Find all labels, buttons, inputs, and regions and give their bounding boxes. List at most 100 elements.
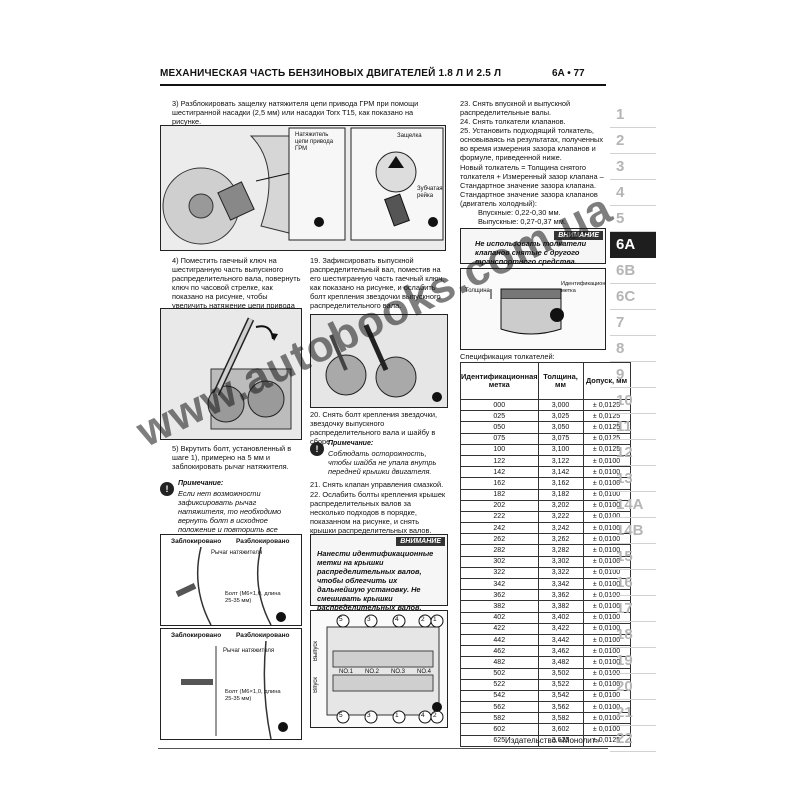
warning-text: Нанести идентификационные метки на крышк… — [317, 549, 434, 612]
section-tab-21[interactable]: 21 — [610, 700, 656, 726]
cell-thickness: 3,122 — [537, 454, 584, 468]
order-mark: 1 — [395, 712, 399, 719]
cap-label: NO.1 — [339, 669, 354, 675]
intake-clearance: Впускные: 0,22-0,30 мм. — [478, 208, 561, 217]
warning-header: ВНИМАНИЕ — [396, 537, 445, 546]
figure-wrench-exhaust-cam — [160, 308, 302, 440]
info-icon: ! — [160, 482, 174, 496]
section-tab-17[interactable]: 17 — [610, 596, 656, 622]
section-tab-6a[interactable]: 6A — [610, 232, 656, 258]
label-rack: Зубчатая рейка — [417, 186, 443, 199]
cell-thickness: 3,442 — [537, 633, 584, 647]
section-tab-6b[interactable]: 6B — [610, 258, 656, 284]
note-title: Примечание: — [178, 480, 224, 487]
cell-mark: 442 — [460, 633, 539, 647]
info-icon: ! — [310, 442, 324, 456]
section-tab-10[interactable]: 10 — [610, 388, 656, 414]
section-tab-15[interactable]: 15 — [610, 544, 656, 570]
figure-loosen-sprocket — [310, 314, 448, 408]
section-tab-14a[interactable]: 14A — [610, 492, 656, 518]
step-21-text: 21. Снять клапан управления смазкой. — [310, 480, 444, 489]
cap-label: NO.2 — [365, 669, 380, 675]
cell-tolerance: ± 0,0100 — [582, 454, 631, 468]
cell-mark: 602 — [460, 723, 539, 736]
cell-mark: 382 — [460, 600, 539, 613]
order-mark: 4 — [395, 616, 399, 623]
cell-thickness: 3,362 — [537, 589, 584, 602]
warning-lifters: ВНИМАНИЕ Не использовать толкатели клапа… — [460, 228, 606, 266]
figure-locked-unlocked-2: Заблокировано Разблокировано Рычаг натяж… — [160, 628, 302, 740]
cell-mark: 462 — [460, 645, 539, 658]
col-header-thickness: Толщина, мм — [537, 362, 584, 400]
publisher: Издательство «Монолит» — [505, 736, 600, 745]
cell-thickness: 3,462 — [537, 645, 584, 658]
cell-thickness: 3,562 — [537, 701, 584, 714]
col-header-mark: Идентификационная метка — [460, 362, 539, 400]
header-divider — [160, 84, 606, 86]
cell-thickness: 3,502 — [537, 667, 584, 680]
note-washer: ! Примечание: Соблюдать осторожность, чт… — [310, 438, 448, 478]
section-tab-7[interactable]: 7 — [610, 310, 656, 336]
label-intake: Впуск — [313, 677, 319, 693]
label-locked: Заблокировано — [171, 632, 222, 639]
cell-thickness: 3,142 — [537, 466, 584, 479]
cell-thickness: 3,050 — [537, 421, 584, 434]
cap-label: NO.3 — [391, 669, 406, 675]
section-tab-16[interactable]: 16 — [610, 570, 656, 596]
cell-mark: 100 — [460, 443, 539, 456]
cell-thickness: 3,422 — [537, 622, 584, 635]
warning-header: ВНИМАНИЕ — [554, 231, 603, 240]
cell-thickness: 3,382 — [537, 600, 584, 613]
cell-mark: 362 — [460, 589, 539, 602]
section-tab-1[interactable]: 1 — [610, 102, 656, 128]
cell-mark: 162 — [460, 477, 539, 490]
section-tab-22[interactable]: 22 — [610, 726, 656, 752]
exhaust-clearance: Выпускные: 0,27-0,37 мм. — [478, 217, 566, 226]
section-tab-4[interactable]: 4 — [610, 180, 656, 206]
section-tab-14b[interactable]: 14B — [610, 518, 656, 544]
figure-locked-unlocked-1: Заблокировано Разблокировано Рычаг натяж… — [160, 534, 302, 626]
section-tab-8[interactable]: 8 — [610, 336, 656, 362]
cell-mark: 542 — [460, 689, 539, 703]
figure-cap-loosening-order: 5 3 4 2 1 5 3 1 4 2 Выпуск Впуск NO.1 NO… — [310, 610, 448, 728]
section-tab-3[interactable]: 3 — [610, 154, 656, 180]
cell-mark: 422 — [460, 622, 539, 635]
cell-thickness: 3,402 — [537, 611, 584, 624]
label-exhaust: Выпуск — [313, 641, 319, 662]
section-tab-5[interactable]: 5 — [610, 206, 656, 232]
figure-lifter-thickness: Толщина Идентификационная метка — [460, 268, 606, 350]
cell-mark: 342 — [460, 577, 539, 591]
cell-tolerance: ± 0,0125 — [582, 734, 631, 747]
cell-thickness: 3,542 — [537, 689, 584, 703]
section-tab-19[interactable]: 19 — [610, 648, 656, 674]
section-tab-18[interactable]: 18 — [610, 622, 656, 648]
section-tab-6c[interactable]: 6C — [610, 284, 656, 310]
section-tab-20[interactable]: 20 — [610, 674, 656, 700]
cell-mark: 482 — [460, 656, 539, 669]
section-tab-11[interactable]: 11 — [610, 414, 656, 440]
section-tab-13[interactable]: 13 — [610, 466, 656, 492]
note-tensioner: ! Примечание: Если нет возможности зафик… — [160, 480, 302, 543]
step-19-text: 19. Зафиксировать выпускной распределите… — [310, 256, 445, 310]
label-tensioner: Натяжитель цепи привода ГРМ — [295, 132, 334, 152]
section-tab-2[interactable]: 2 — [610, 128, 656, 154]
step-23-text: 23. Снять впускной и выпускной распредел… — [460, 99, 571, 117]
section-tab-9[interactable]: 9 — [610, 362, 656, 388]
cell-thickness: 3,202 — [537, 499, 584, 512]
section-tab-12[interactable]: 12 — [610, 440, 656, 466]
